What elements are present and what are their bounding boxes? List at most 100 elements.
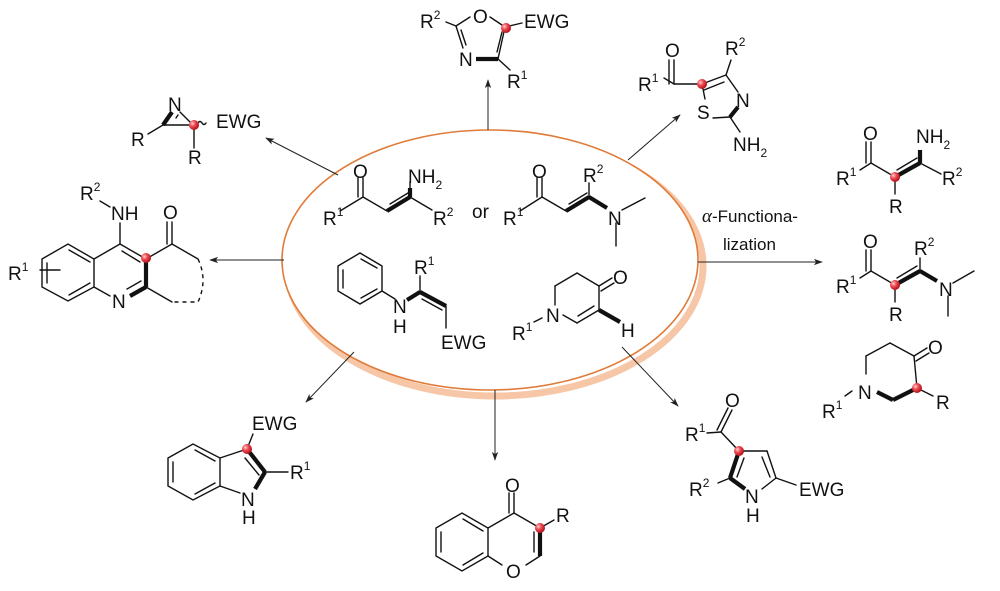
svg-text:H: H (746, 506, 760, 527)
arrow-to-aziridine (265, 137, 339, 176)
svg-text:R2: R2 (914, 235, 935, 260)
svg-text:R: R (889, 305, 903, 326)
svg-text:R2: R2 (725, 35, 746, 60)
substrate-primary-enaminone: O NH2 R1 R2 (323, 162, 454, 230)
svg-text:N: N (608, 209, 622, 230)
reactive-site-marker (734, 446, 744, 456)
svg-text:α-Functiona-: α-Functiona- (702, 206, 798, 227)
svg-text:EWG: EWG (524, 12, 569, 33)
or-connector: or (472, 202, 490, 223)
svg-text:R: R (889, 197, 903, 218)
substrate-ellipse (281, 129, 707, 400)
svg-text:N: N (858, 383, 872, 404)
svg-text:O: O (863, 124, 878, 145)
svg-text:EWG: EWG (252, 414, 297, 435)
conditions-label: α-Functiona- lization (702, 206, 798, 254)
svg-text:N: N (546, 306, 560, 327)
reactive-site-marker (141, 253, 151, 263)
svg-text:N: N (939, 280, 953, 301)
svg-text:H: H (242, 508, 256, 529)
reactive-site-marker (697, 79, 707, 89)
product-alpha-tertiary-enaminone: O R2 N R1 R (836, 232, 975, 326)
svg-text:N: N (736, 91, 750, 112)
svg-text:O: O (725, 391, 740, 412)
product-chromone: O O R (435, 476, 570, 583)
svg-text:R: R (556, 506, 570, 527)
product-oxazole: O N EWG R2 R1 (420, 7, 569, 93)
svg-text:EWG: EWG (799, 480, 844, 501)
svg-text:R1: R1 (290, 459, 311, 484)
svg-text:R1: R1 (836, 165, 857, 190)
product-alpha-cyclic-enaminone: O N R R1 (822, 338, 950, 423)
svg-text:R1: R1 (638, 71, 659, 96)
arrow-to-indole (305, 351, 355, 403)
svg-text:O: O (613, 268, 628, 289)
alpha-symbol: α (702, 206, 713, 227)
svg-text:N: N (459, 50, 473, 71)
svg-text:H: H (621, 321, 635, 342)
svg-text:N: N (168, 95, 182, 116)
svg-text:O: O (505, 476, 520, 497)
product-fused-quinoline: NH R2 O N R1 (8, 180, 204, 313)
svg-text:R2: R2 (583, 162, 604, 187)
svg-text:R: R (936, 393, 950, 414)
arrows (209, 79, 823, 461)
svg-text:O: O (665, 41, 680, 62)
reactive-site-marker (890, 172, 900, 182)
substrate-n-aryl-enamine: N H R1 EWG (337, 252, 486, 354)
svg-text:N: N (241, 490, 255, 511)
svg-text:R: R (131, 130, 145, 151)
product-aminothiazole: O S N R2 R1 NH2 (638, 35, 767, 160)
svg-text:N: N (112, 292, 126, 313)
svg-text:R2: R2 (80, 180, 101, 205)
product-indole: EWG N H R1 (167, 414, 311, 529)
svg-text:R2: R2 (942, 165, 963, 190)
svg-text:R: R (188, 148, 202, 169)
svg-text:N: N (393, 297, 407, 318)
atom-label: O (353, 162, 368, 183)
substrate-cyclic-enaminone: O N H R1 (512, 268, 635, 345)
svg-text:R2: R2 (420, 8, 441, 33)
svg-text:R1: R1 (685, 421, 706, 446)
substrate-tertiary-enaminone: O R2 N R1 (503, 162, 646, 247)
reactive-site-marker (242, 444, 252, 454)
svg-text:S: S (697, 103, 710, 124)
svg-text:NH2: NH2 (408, 167, 442, 192)
svg-text:H: H (393, 317, 407, 338)
svg-text:N: N (745, 487, 759, 508)
product-alpha-primary-enaminone: O NH2 R1 R2 R (836, 124, 963, 218)
svg-text:R1: R1 (414, 254, 435, 279)
reactive-site-marker (535, 523, 545, 533)
svg-text:R1: R1 (8, 260, 29, 285)
svg-text:R2: R2 (433, 205, 454, 230)
arrow-to-pyrrole (621, 346, 679, 407)
product-pyrrole: O N H EWG R1 R2 (685, 391, 844, 527)
svg-text:R1: R1 (836, 273, 857, 298)
svg-text:R1: R1 (503, 205, 524, 230)
svg-text:R1: R1 (822, 398, 843, 423)
svg-text:EWG: EWG (441, 333, 486, 354)
svg-text:R1: R1 (512, 320, 533, 345)
svg-text:R1: R1 (323, 205, 344, 230)
svg-text:NH2: NH2 (733, 135, 767, 160)
reactive-site-marker (890, 280, 900, 290)
svg-text:R1: R1 (507, 68, 528, 93)
conditions-line1: -Functiona- (712, 207, 798, 226)
svg-text:O: O (506, 562, 521, 583)
svg-text:O: O (163, 203, 178, 224)
svg-text:O: O (863, 232, 878, 253)
product-2h-azirine: N EWG R R (131, 95, 261, 169)
svg-text:R2: R2 (689, 476, 710, 501)
ellipse-outline (281, 129, 699, 391)
arrow-to-thiazole (627, 114, 681, 161)
reactive-site-marker (189, 120, 199, 130)
conditions-line2: lization (723, 235, 776, 254)
svg-text:NH: NH (111, 204, 138, 225)
reactive-site-marker (501, 23, 511, 33)
svg-text:EWG: EWG (216, 112, 261, 133)
svg-text:O: O (473, 7, 488, 28)
svg-text:O: O (532, 162, 547, 183)
svg-text:NH2: NH2 (916, 127, 950, 152)
svg-text:O: O (928, 338, 943, 359)
